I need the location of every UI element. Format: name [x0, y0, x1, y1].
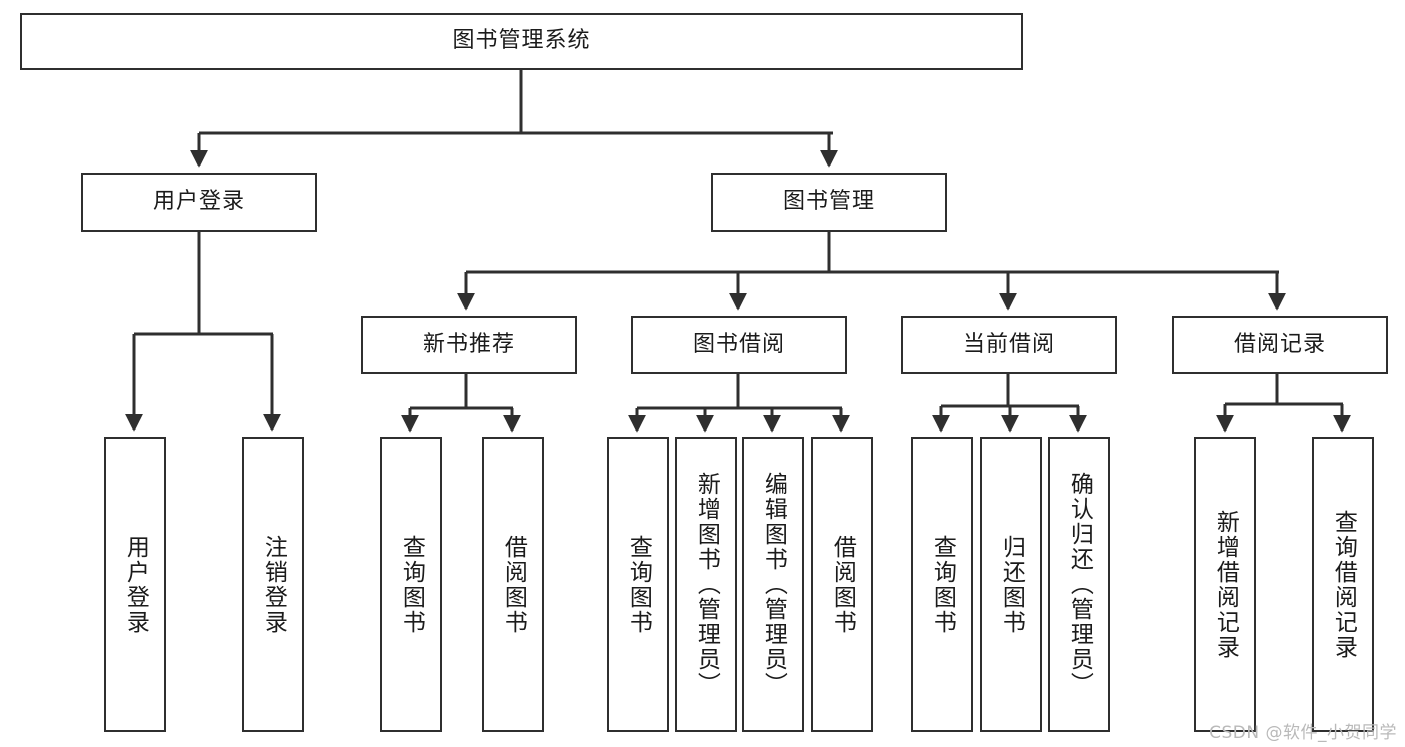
node-system-title[interactable]: 图书管理系统	[20, 13, 1023, 70]
node-book-borrow[interactable]: 图书借阅	[631, 316, 847, 374]
node-leaf-query-record[interactable]: 查询借阅记录	[1312, 437, 1374, 732]
node-leaf-borrow-book-2[interactable]: 借阅图书	[811, 437, 873, 732]
node-label: 确认归还（管理员）	[1066, 472, 1093, 697]
node-leaf-add-record[interactable]: 新增借阅记录	[1194, 437, 1256, 732]
node-label: 图书借阅	[692, 331, 785, 357]
node-label: 编辑图书（管理员）	[760, 472, 787, 697]
node-leaf-query-book-2[interactable]: 查询图书	[607, 437, 669, 732]
node-label: 借阅图书	[829, 534, 856, 635]
node-label: 新书推荐	[422, 331, 515, 357]
node-leaf-query-book-1[interactable]: 查询图书	[380, 437, 442, 732]
node-leaf-edit-book[interactable]: 编辑图书（管理员）	[742, 437, 804, 732]
node-label: 归还图书	[998, 534, 1025, 635]
node-leaf-add-book[interactable]: 新增图书（管理员）	[675, 437, 737, 732]
node-label: 当前借阅	[962, 331, 1055, 357]
node-label: 新增图书（管理员）	[693, 472, 720, 697]
node-leaf-return-book[interactable]: 归还图书	[980, 437, 1042, 732]
node-borrow-record[interactable]: 借阅记录	[1172, 316, 1388, 374]
node-leaf-borrow-book-1[interactable]: 借阅图书	[482, 437, 544, 732]
node-current-borrow[interactable]: 当前借阅	[901, 316, 1117, 374]
node-label: 新增借阅记录	[1212, 509, 1239, 660]
node-label: 查询借阅记录	[1330, 509, 1357, 660]
node-leaf-confirm-return[interactable]: 确认归还（管理员）	[1048, 437, 1110, 732]
node-label: 图书管理	[782, 189, 875, 215]
node-label: 借阅图书	[500, 534, 527, 635]
node-label: 用户登录	[122, 534, 149, 635]
node-label: 注销登录	[260, 534, 287, 635]
node-leaf-user-logout[interactable]: 注销登录	[242, 437, 304, 732]
node-label: 图书管理系统	[452, 28, 591, 54]
node-book-management[interactable]: 图书管理	[711, 173, 947, 232]
node-label: 查询图书	[929, 534, 956, 635]
node-new-book-recommend[interactable]: 新书推荐	[361, 316, 577, 374]
node-label: 查询图书	[625, 534, 652, 635]
node-leaf-user-login[interactable]: 用户登录	[104, 437, 166, 732]
node-user-login[interactable]: 用户登录	[81, 173, 317, 232]
node-leaf-query-book-3[interactable]: 查询图书	[911, 437, 973, 732]
node-label: 借阅记录	[1233, 331, 1326, 357]
node-label: 用户登录	[152, 189, 245, 215]
node-label: 查询图书	[398, 534, 425, 635]
